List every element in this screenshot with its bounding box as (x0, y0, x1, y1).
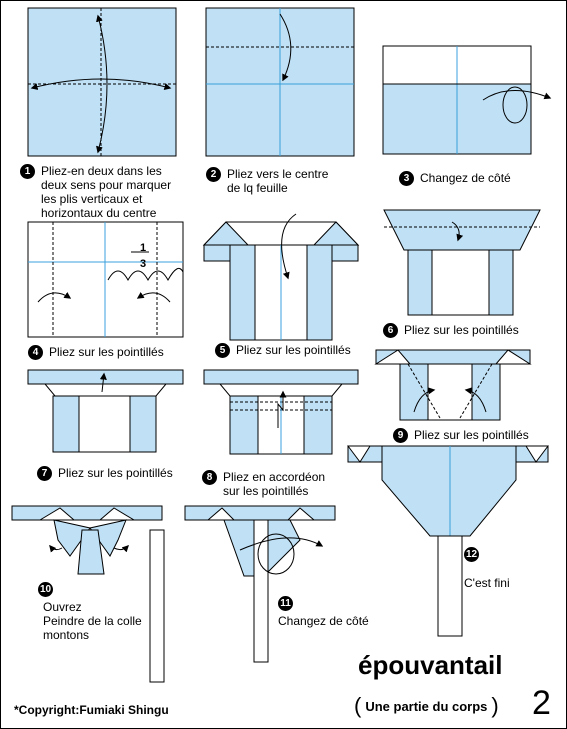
step-10-diagram (11, 505, 165, 683)
step-4-caption: 4 Pliez sur les pointillés (28, 345, 164, 360)
step-7-diagram (27, 369, 184, 453)
step-11-caption: 11 Changez de côté (278, 596, 369, 628)
step-7-text: Pliez sur les pointillés (58, 466, 173, 480)
step-11-text: Changez de côté (278, 614, 369, 628)
step-9-text: Pliez sur les pointillés (414, 428, 529, 442)
step-5-number: 5 (215, 343, 230, 358)
step-1-caption: 1 Pliez-en deux dans les deux sens pour … (20, 164, 171, 220)
step-7-caption: 7 Pliez sur les pointillés (37, 466, 173, 481)
step-8-caption: 8 Pliez en accordéon sur les pointillés (202, 470, 325, 498)
step-9-diagram (374, 349, 532, 421)
step-10-text: Ouvrez Peindre de la colle montons (43, 600, 142, 642)
subtitle-text: Une partie du corps (365, 698, 488, 714)
step-8-text: Pliez en accordéon sur les pointillés (223, 470, 326, 498)
step-2-text: Pliez vers le centre de lq feuille (227, 167, 329, 195)
step-2-caption: 2 Pliez vers le centre de lq feuille (206, 167, 328, 195)
step-4-text: Pliez sur les pointillés (49, 345, 164, 359)
step-5-diagram (202, 213, 360, 341)
step-3-text: Changez de côté (420, 171, 511, 185)
step-12-text: C'est fini (464, 576, 510, 590)
step-10-caption: 10 Ouvrez Peindre de la colle montons (38, 582, 142, 642)
step-1-diagram (27, 7, 177, 157)
step-6-diagram (383, 209, 541, 316)
step-1-number: 1 (20, 164, 35, 179)
step-6-number: 6 (383, 323, 398, 338)
step-1-text: Pliez-en deux dans les deux sens pour ma… (41, 164, 172, 220)
subtitle: ( Une partie du corps ) (354, 693, 499, 718)
copyright: *Copyright:Fumiaki Shingu (14, 703, 169, 717)
step-5-text: Pliez sur les pointillés (236, 343, 351, 357)
step-9-number: 9 (393, 428, 408, 443)
step-3-number: 3 (399, 171, 414, 186)
step-4-number: 4 (28, 345, 43, 360)
step-12-caption: 12 C'est fini (464, 547, 510, 590)
step-6-caption: 6 Pliez sur les pointillés (383, 323, 519, 338)
step-4-diagram (27, 221, 184, 338)
step-7-number: 7 (37, 466, 52, 481)
step-2-number: 2 (206, 167, 221, 182)
page-number: 2 (532, 684, 551, 722)
step-2-diagram (205, 7, 355, 157)
step-9-caption: 9 Pliez sur les pointillés (393, 428, 529, 443)
step-5-caption: 5 Pliez sur les pointillés (215, 343, 351, 358)
step-11-diagram (184, 505, 336, 663)
step-3-diagram (382, 45, 552, 155)
step-12-number: 12 (464, 547, 479, 562)
step-3-caption: 3 Changez de côté (399, 171, 511, 186)
page-title: épouvantail (358, 650, 503, 680)
step-12-diagram (347, 445, 549, 637)
step-11-number: 11 (278, 596, 293, 611)
step-8-number: 8 (202, 470, 217, 485)
fraction-numerator: 1 (140, 242, 146, 254)
fraction-denominator: 3 (140, 258, 146, 270)
step-6-text: Pliez sur les pointillés (404, 323, 519, 337)
step-8-diagram (203, 369, 359, 455)
step-10-number: 10 (38, 582, 53, 597)
